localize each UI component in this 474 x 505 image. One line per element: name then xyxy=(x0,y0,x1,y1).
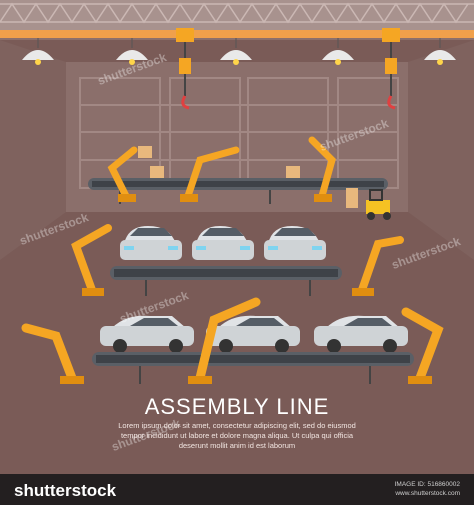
middle-car-row xyxy=(120,226,326,260)
middle-robot-arms xyxy=(71,224,404,294)
stock-footer: shutterstock IMAGE ID: 516860002 www.shu… xyxy=(0,474,474,505)
assembly-scene: shutterstock shutterstock shutterstock s… xyxy=(0,0,474,454)
bottom-robot-arms xyxy=(21,297,444,383)
crane-hooks xyxy=(176,28,400,110)
site-url: www.shutterstock.com xyxy=(395,490,460,497)
ceiling-lamps xyxy=(22,38,456,65)
poster-description: Lorem ipsum dolor sit amet, consectetur … xyxy=(118,421,356,450)
poster-title: ASSEMBLY LINE xyxy=(144,394,330,419)
middle-conveyor xyxy=(110,266,342,296)
factory-illustration xyxy=(0,0,474,384)
brand-logo-text: shutterstock xyxy=(14,481,117,500)
image-id-label: IMAGE ID: 516860002 xyxy=(394,481,460,488)
top-robot-arms xyxy=(107,136,336,200)
crane-rail xyxy=(0,30,474,38)
bottom-car-row xyxy=(100,315,408,353)
top-conveyor xyxy=(88,146,388,204)
image-id: IMAGE ID: 516860002 www.shutterstock.com xyxy=(395,480,460,498)
ceiling-truss xyxy=(0,2,474,24)
forklift xyxy=(346,188,391,220)
bottom-conveyor xyxy=(92,352,414,384)
